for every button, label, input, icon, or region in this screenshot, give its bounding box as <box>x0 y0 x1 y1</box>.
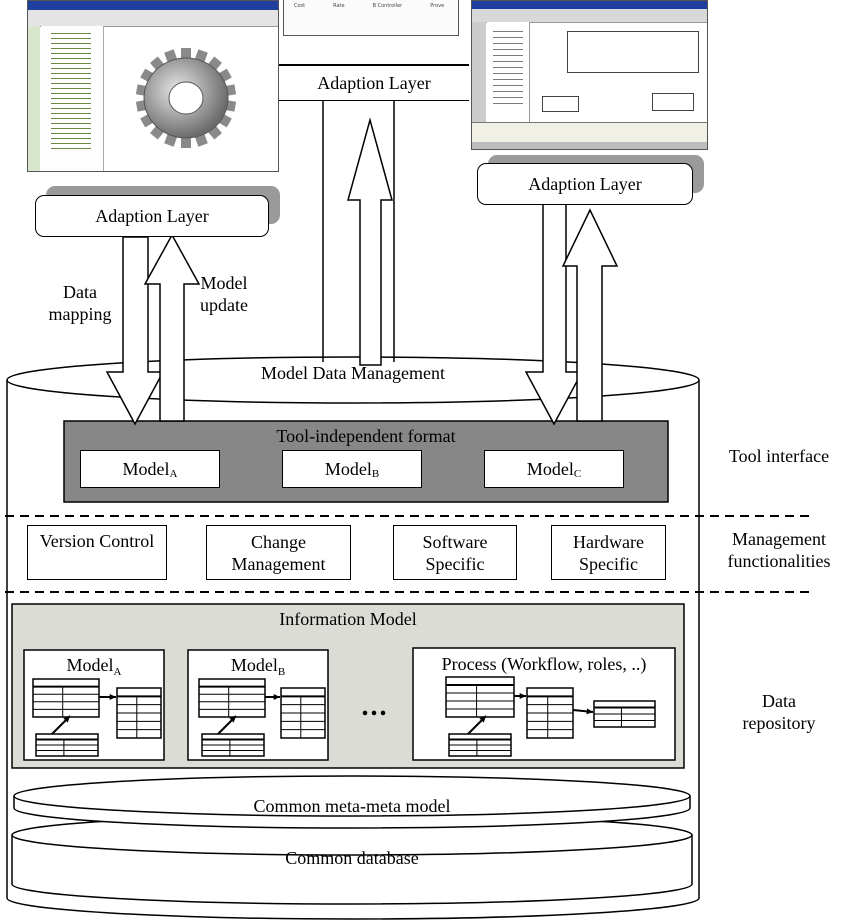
schema-table <box>32 678 100 718</box>
process-label: Process (Workflow, roles, ..) <box>441 654 647 674</box>
data-mapping-arrow <box>105 236 165 426</box>
table-link-arrow-head <box>63 716 70 723</box>
tool-model-b-sub: B <box>371 468 380 480</box>
schema-table <box>448 733 512 757</box>
adaption-layer-center-label: Adaption Layer <box>317 73 431 93</box>
schema-table <box>35 733 99 757</box>
table-link-arrow-head <box>273 693 280 701</box>
adaption-layer-right: Adaption Layer <box>477 163 693 205</box>
schema-table <box>198 678 266 718</box>
uml-tool-screenshot <box>471 0 708 150</box>
tool-independent-format-title: Tool-independent format <box>276 426 456 446</box>
info-model-a-label: ModelA <box>24 654 164 679</box>
schema-table <box>593 700 656 728</box>
tool-model-b-name: Model <box>324 459 372 479</box>
tool-interface-label: Tool interface <box>728 446 830 466</box>
data-mapping-label: Data mapping <box>48 282 112 324</box>
center-up-arrow <box>347 117 393 366</box>
tool-palette <box>28 26 40 171</box>
tool-model-a-sub: A <box>169 468 178 480</box>
change-management-label: Change Management <box>231 531 326 574</box>
schema-table <box>445 676 515 718</box>
center-tool-screenshot: Cost Rate B Controller Prove <box>283 0 459 36</box>
meta-model-disk <box>13 775 691 829</box>
table-link-arrow-head <box>109 693 116 701</box>
screenshot-item: Rate <box>333 3 345 9</box>
data-repository-label: Data repository <box>742 691 816 733</box>
adaption-layer-right-label: Adaption Layer <box>528 174 642 194</box>
hardware-specific-label: Hardware Specific <box>573 531 644 574</box>
adaption-layer-left-label: Adaption Layer <box>95 206 209 226</box>
right-up-arrow <box>561 208 619 422</box>
gear-tooth <box>181 48 191 62</box>
version-control-box: Version Control <box>27 525 167 580</box>
right-down-arrow <box>524 202 584 426</box>
common-database-label: Common database <box>285 848 419 868</box>
model-data-management-label: Model Data Management <box>261 363 445 383</box>
feature-tree <box>41 26 104 171</box>
tool-model-c-name: Model <box>526 459 574 479</box>
schema-table <box>116 687 162 739</box>
table-link-arrow-head <box>519 692 526 700</box>
adaption-layer-center: Adaption Layer <box>279 64 469 101</box>
screenshot-item: Cost <box>294 3 306 9</box>
schema-table <box>526 687 574 739</box>
software-specific-box: Software Specific <box>393 525 517 580</box>
change-management-box: Change Management <box>206 525 351 580</box>
schema-table <box>280 687 326 739</box>
toolbar <box>28 10 278 27</box>
gear-tooth <box>181 134 191 148</box>
screenshot-item: B Controller <box>372 3 403 9</box>
adaption-layer-left: Adaption Layer <box>35 195 269 237</box>
titlebar <box>28 1 278 10</box>
screenshot-item: Prove <box>430 3 445 9</box>
common-meta-meta-model-label: Common meta-meta model <box>253 796 451 816</box>
info-model-a-name: Model <box>66 655 114 675</box>
tool-model-a-name: Model <box>122 459 170 479</box>
version-control-label: Version Control <box>39 531 155 551</box>
model-update-label: Model update <box>200 273 248 315</box>
info-model-b-sub: B <box>277 666 286 678</box>
software-specific-label: Software Specific <box>422 531 488 574</box>
table-link-arrow-head <box>479 716 486 723</box>
information-model-title: Information Model <box>279 609 417 629</box>
table-link-arrow-head <box>586 708 593 715</box>
schema-table <box>201 733 265 757</box>
hardware-specific-box: Hardware Specific <box>551 525 666 580</box>
info-model-b-name: Model <box>230 655 278 675</box>
schema-tables <box>32 676 656 757</box>
cad-tool-screenshot <box>27 0 279 172</box>
gear-icon <box>135 48 237 148</box>
table-link-arrow-head <box>229 716 236 723</box>
ellipsis-label: ... <box>361 691 389 722</box>
tool-model-c-sub: C <box>573 468 582 480</box>
info-model-a-sub: A <box>113 666 122 678</box>
info-model-b-label: ModelB <box>188 654 328 679</box>
management-functionalities-label: Management functionalities <box>727 529 831 571</box>
model-update-arrow <box>143 233 201 422</box>
